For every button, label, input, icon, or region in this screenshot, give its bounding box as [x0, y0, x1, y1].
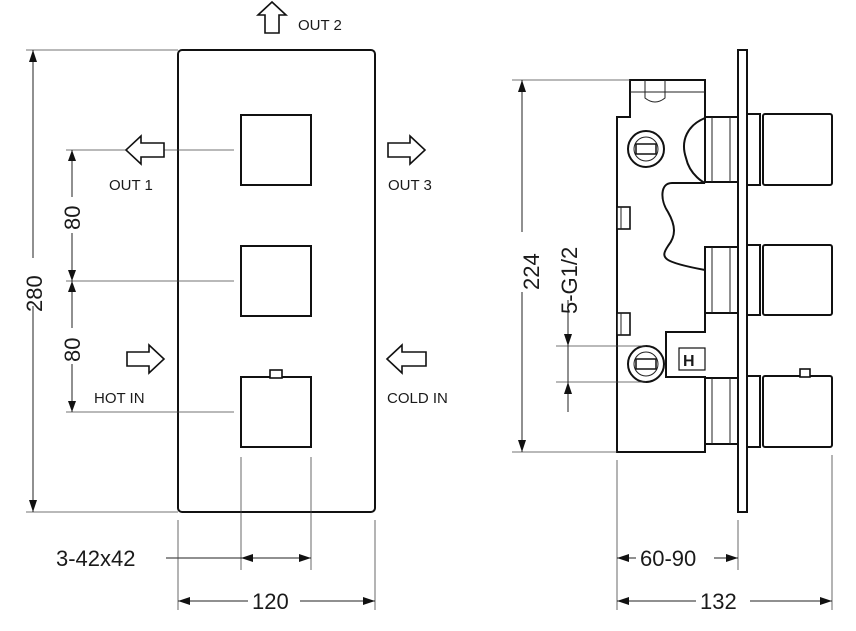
lower-port-fitting: [627, 345, 665, 383]
knob-middle: [240, 245, 312, 317]
side-plug-lower: [616, 312, 631, 336]
side-faceplate: [737, 49, 748, 513]
out3-label: OUT 3: [388, 177, 432, 194]
out3-arrow-icon: [387, 134, 427, 166]
cold-in-label: COLD IN: [387, 390, 448, 407]
hot-in-arrow-icon: [126, 343, 166, 375]
spacing-upper-value: 80: [60, 206, 85, 230]
depth-total-value: 132: [700, 589, 737, 614]
side-view: H: [508, 49, 833, 614]
hot-marker-box: [678, 347, 706, 371]
out1-label: OUT 1: [109, 177, 153, 194]
depth-range-value: 60-90: [640, 546, 696, 571]
upper-port-fitting: [627, 130, 665, 168]
valve-body: [616, 79, 706, 453]
dimension-knob-size: 3-42x42: [56, 457, 312, 571]
knob-top: [240, 114, 312, 186]
dimension-height-280: 280: [20, 50, 47, 512]
hot-in-label: HOT IN: [94, 390, 145, 407]
knob-bottom: [240, 376, 312, 448]
dimension-spacing-lower: 80: [60, 281, 85, 412]
knob-bottom-indicator: [269, 369, 283, 379]
dimension-spacing-upper: 80: [60, 150, 85, 281]
height-280-value: 280: [22, 275, 47, 312]
knob-size-value: 3-42x42: [56, 546, 136, 571]
dimension-thread: 5-G1/2: [556, 247, 646, 412]
thread-value: 5-G1/2: [557, 247, 582, 314]
side-plug-upper: [616, 206, 631, 230]
out2-label: OUT 2: [298, 17, 342, 34]
hot-marker-label: H: [683, 353, 695, 370]
dimension-width-120: 120: [177, 520, 376, 614]
spacing-lower-value: 80: [60, 338, 85, 362]
cold-in-arrow-icon: [385, 343, 427, 375]
side-knob-top: [704, 113, 833, 186]
out1-arrow-icon: [124, 134, 165, 166]
front-view: OUT 2 OUT 1 OUT 3 HOT IN COLD IN 280 80: [20, 0, 448, 614]
dimension-height-224: 224: [508, 79, 630, 453]
width-120-value: 120: [252, 589, 289, 614]
out2-arrow-icon: [255, 0, 289, 34]
dimension-depth-range: 60-90: [616, 460, 739, 610]
height-224-value: 224: [519, 253, 544, 290]
side-knob-bottom: [704, 368, 833, 448]
side-knob-middle: [704, 244, 833, 316]
dimension-depth-total: 132: [617, 455, 833, 614]
